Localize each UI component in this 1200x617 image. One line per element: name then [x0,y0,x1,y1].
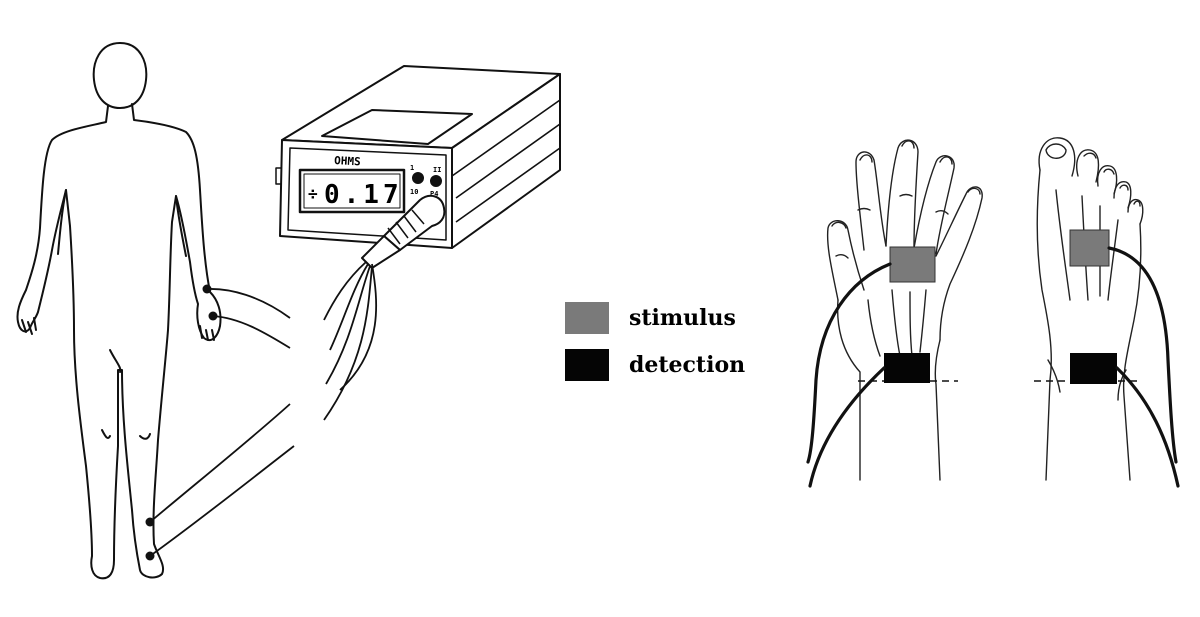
legend-stimulus-swatch [565,302,609,334]
cable-connector [383,194,446,251]
cable-connector-ribs [387,209,425,245]
wire-ankle-lower [149,445,295,557]
foot-figure [1036,137,1144,481]
knob-mark-ii: II [433,166,441,174]
head-outline [92,42,148,109]
device-display-value: 0.17 [324,180,403,210]
hand-stimulus-cable [806,262,892,464]
body-electrodes [145,284,218,561]
foot-right-outline [1122,223,1142,481]
device-wire-3 [325,265,371,385]
hand-detection-pad [884,353,930,383]
knee-hints [101,429,151,440]
hand-figure [826,139,983,481]
electrode-cables [806,246,1180,488]
hand-wrist-right [934,339,941,481]
device-wire-4 [323,265,373,421]
hand-detection-cable [808,366,886,488]
human-figure [16,42,222,580]
foot-toe-3 [1096,165,1118,195]
left-arm-inner [57,189,67,255]
device-display-inner [303,173,401,209]
device-wire-2 [329,263,369,351]
foot-detection-pad [1070,353,1117,384]
device-bezel [287,147,447,241]
device-top-panel [321,109,473,145]
body-wires [149,288,295,557]
wire-wrist-upper [206,288,291,319]
hand-ring-finger [855,151,887,251]
foot-ankle-lines [1047,359,1127,401]
foot-stimulus-cable [1107,246,1178,464]
range-knob-right [430,175,442,187]
device-side-face [451,73,561,249]
device-display-window [298,168,406,214]
knob-mark-1: 1 [410,164,414,172]
foot-big-toe [1038,137,1076,177]
foot-left-outline [1036,169,1052,481]
hand-knuckle-lines [835,193,949,259]
knob-mark-p4: P4 [430,190,438,198]
foot-stimulus-pad [1069,229,1110,267]
legend-stimulus: stimulus [565,302,736,334]
device-display-sign: ÷ [308,184,318,203]
knob-mark-10: 10 [410,188,418,196]
device-wires [323,261,377,421]
legend-detection-label: detection [629,352,746,378]
crotch-line [109,349,122,373]
foot-big-toenail [1045,143,1067,159]
left-hand-fingers [21,317,37,335]
legend-stimulus-label: stimulus [629,305,736,331]
range-knob-left [412,172,424,184]
device-side-grooves [451,99,561,223]
foot-toe-5 [1127,198,1144,225]
hand-index-finger [913,155,955,255]
hand-stimulus-pad [889,246,936,283]
hand-tendons [867,289,927,357]
body-outline [16,103,222,580]
hand-thumb [935,186,983,341]
ohmmeter-device [275,65,561,269]
hand-nails [831,140,981,229]
right-arm-inner [175,195,187,257]
legend-detection-swatch [565,349,609,381]
foot-toe-4 [1113,181,1132,209]
wire-wrist-lower [212,315,291,349]
device-side-clip [275,167,282,185]
device-wire-5 [339,263,377,391]
legend-detection: detection [565,349,745,381]
electrode-pads [884,229,1117,384]
foot-toenails [1083,152,1141,207]
device-wire-1 [323,261,367,321]
foot-detection-cable [1115,366,1180,488]
foot-toe-2 [1076,149,1100,183]
right-hand-fingers [199,325,215,341]
hand-little-finger [826,220,865,301]
device-brand-label: OHMS [334,154,361,168]
wire-ankle-upper [149,403,291,523]
hand-middle-finger [885,139,919,249]
hand-palm-outline [836,299,861,481]
